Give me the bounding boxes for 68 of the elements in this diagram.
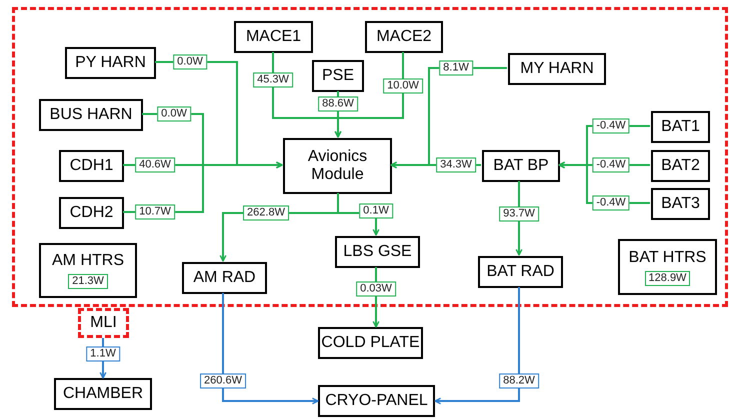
edge-label: 8.1W xyxy=(439,60,473,76)
component-box xyxy=(234,21,313,53)
edge-label: -0.4W xyxy=(592,196,630,210)
component-box xyxy=(78,308,129,338)
component-box xyxy=(478,256,563,288)
component-box xyxy=(65,47,156,79)
node-label: COLD PLATE xyxy=(321,334,420,352)
edge-label: -0.4W xyxy=(592,118,630,134)
node-label: CDH1 xyxy=(70,157,114,175)
node-label: MLI xyxy=(90,314,117,332)
component-box xyxy=(335,236,420,268)
component-box xyxy=(39,99,143,131)
component-box xyxy=(618,239,717,295)
component-box xyxy=(283,138,392,194)
component-box xyxy=(318,385,435,417)
node-label: MACE1 xyxy=(246,28,302,46)
arrow xyxy=(222,293,319,404)
node-label: MACE2 xyxy=(376,28,432,46)
node-label: PSE xyxy=(322,67,354,85)
component-box xyxy=(54,378,152,410)
edge-label: -0.4W xyxy=(592,158,630,172)
node-label: AM HTRS xyxy=(52,252,124,270)
edge-label: 88.6W xyxy=(318,96,358,112)
edge-label: 262.8W xyxy=(243,206,289,220)
arrow xyxy=(434,287,520,404)
node-label: Avionics Module xyxy=(306,148,368,184)
component-box xyxy=(365,21,443,53)
node-label: BAT1 xyxy=(661,118,700,136)
component-box xyxy=(318,327,423,359)
component-box xyxy=(508,53,606,85)
node-label: BAT HTRS xyxy=(628,248,706,266)
edge-label: 1.1W xyxy=(86,346,120,362)
node-label: BUS HARN xyxy=(50,106,132,124)
node-label: BAT3 xyxy=(661,195,700,213)
power-value: 21.3W xyxy=(68,274,108,289)
edge-label: 260.6W xyxy=(200,374,246,388)
node-label: CDH2 xyxy=(70,204,114,222)
edge-label: 0.0W xyxy=(173,54,207,70)
component-box xyxy=(651,111,710,143)
component-box xyxy=(59,197,124,229)
edge-label: 0.0W xyxy=(157,106,191,122)
node-label: BAT2 xyxy=(661,157,700,175)
node-label: BAT RAD xyxy=(486,263,554,281)
component-box xyxy=(651,188,710,220)
edge-label: 10.0W xyxy=(383,78,423,94)
component-box xyxy=(482,150,560,182)
component-box xyxy=(651,150,710,182)
component-box xyxy=(59,150,124,182)
edge-label: 45.3W xyxy=(253,72,293,88)
edge-label: 40.6W xyxy=(135,158,175,172)
edge-label: 34.3W xyxy=(436,158,476,172)
arrow xyxy=(334,52,404,138)
component-box xyxy=(312,60,364,92)
edge-label: 0.1W xyxy=(359,204,393,218)
component-box xyxy=(182,262,267,294)
node-label: LBS GSE xyxy=(343,243,412,261)
node-label: BAT BP xyxy=(493,157,549,175)
component-box xyxy=(39,243,137,298)
node-label: CHAMBER xyxy=(62,385,143,403)
node-label: PY HARN xyxy=(75,54,146,72)
edge-label: 93.7W xyxy=(499,206,539,222)
edge-label: 88.2W xyxy=(499,374,539,388)
node-label: CRYO-PANEL xyxy=(325,392,428,410)
edge-label: 10.7W xyxy=(135,204,175,220)
power-value: 128.9W xyxy=(644,270,690,286)
edge-label: 0.03W xyxy=(356,282,396,296)
node-label: MY HARN xyxy=(520,60,594,78)
node-label: AM RAD xyxy=(193,269,256,287)
